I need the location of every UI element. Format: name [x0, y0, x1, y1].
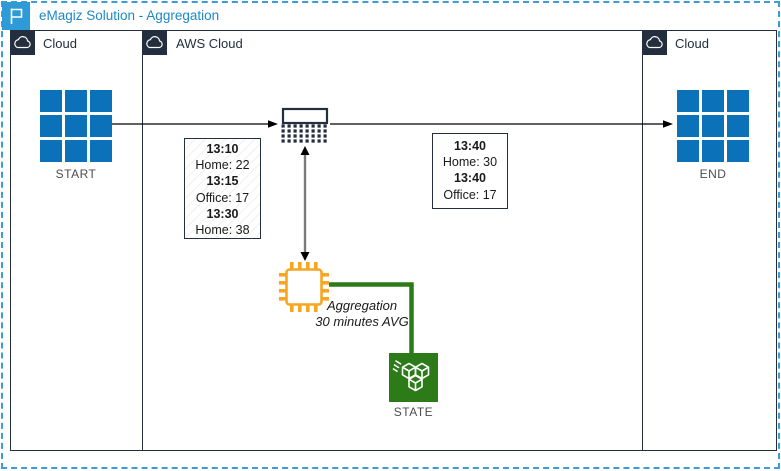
- reading-line: 13:40: [454, 171, 486, 186]
- reading-line: 13:10: [206, 142, 239, 156]
- grid-icon: [40, 90, 112, 162]
- post-aggregation-readings-box[interactable]: 13:40 Home: 30 13:40 Office: 17: [432, 133, 508, 209]
- reading-line: 13:30: [206, 206, 239, 221]
- start-node[interactable]: START: [40, 90, 112, 181]
- container-label-cloud-left: Cloud: [43, 36, 77, 51]
- aggregator-label-line1: Aggregation: [326, 298, 398, 313]
- aggregator-node[interactable]: [278, 261, 330, 313]
- reading-line: 13:15: [206, 174, 239, 189]
- reading-line: 13:40: [454, 139, 486, 153]
- state-cubes-icon: [389, 353, 438, 402]
- grid-icon: [677, 90, 749, 162]
- start-label: START: [55, 167, 97, 181]
- queue-node[interactable]: [278, 105, 333, 145]
- end-label: END: [699, 167, 727, 181]
- aggregator-label: Aggregation 30 minutes AVG: [306, 298, 418, 329]
- container-label-aws-cloud: AWS Cloud: [176, 36, 243, 51]
- container-label-cloud-right: Cloud: [675, 36, 709, 51]
- reading-line: Home: 22: [195, 158, 250, 173]
- reading-line: Home: 38: [195, 223, 250, 238]
- container-cloud-right[interactable]: [642, 30, 777, 451]
- cloud-icon: [142, 30, 167, 55]
- state-label: STATE: [393, 405, 434, 419]
- state-node[interactable]: STATE: [389, 353, 438, 419]
- aggregator-label-line2: 30 minutes AVG: [315, 313, 409, 329]
- message-queue-icon: [281, 107, 329, 143]
- cloud-icon: [10, 30, 35, 55]
- cloud-icon: [642, 30, 667, 55]
- flag-icon: [2, 2, 30, 30]
- diagram-title: eMagiz Solution - Aggregation: [39, 8, 220, 23]
- pre-aggregation-readings-box[interactable]: 13:10 Home: 22 13:15 Office: 17 13:30 Ho…: [184, 138, 261, 239]
- chip-icon: [279, 262, 329, 312]
- reading-line: Office: 17: [443, 187, 497, 202]
- reading-line: Office: 17: [195, 190, 250, 205]
- reading-line: Home: 30: [442, 155, 498, 170]
- end-node[interactable]: END: [677, 90, 749, 181]
